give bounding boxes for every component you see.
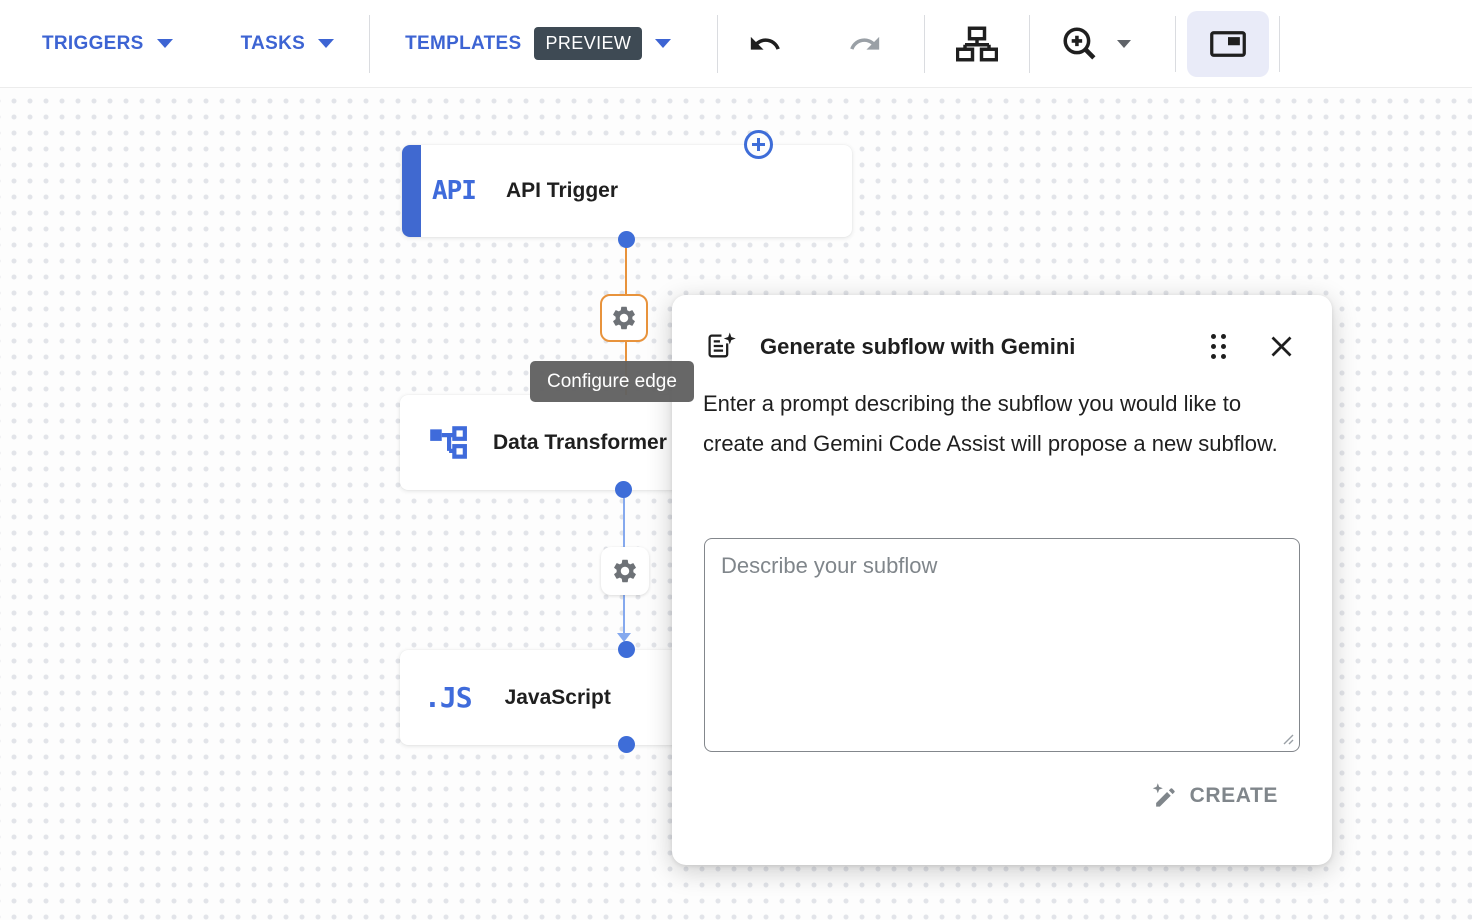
editor-toolbar: TRIGGERS TASKS TEMPLATES PREVIEW bbox=[0, 0, 1472, 88]
toolbar-divider bbox=[1279, 15, 1281, 72]
close-button[interactable] bbox=[1266, 332, 1296, 362]
undo-icon bbox=[751, 36, 781, 50]
node-label: API Trigger bbox=[505, 179, 618, 202]
connector-dot[interactable] bbox=[618, 231, 635, 248]
preview-badge: PREVIEW bbox=[534, 27, 643, 60]
redo-button[interactable] bbox=[844, 23, 886, 65]
flow-canvas[interactable]: API API Trigger Configure edge Data Tran… bbox=[0, 88, 1472, 920]
minimap-toggle-button[interactable] bbox=[1187, 10, 1270, 77]
gear-icon bbox=[614, 559, 636, 583]
edge-tooltip: Configure edge bbox=[530, 361, 694, 402]
gear-icon bbox=[613, 306, 635, 330]
toolbar-divider bbox=[717, 14, 719, 73]
edge-config-button[interactable] bbox=[601, 547, 649, 595]
gemini-doc-icon bbox=[708, 332, 736, 358]
toolbar-divider bbox=[1175, 15, 1177, 72]
auto-layout-button[interactable] bbox=[953, 22, 1001, 66]
zoom-menu-button[interactable] bbox=[1060, 24, 1132, 64]
edge-arrowhead bbox=[617, 633, 631, 642]
toolbar-divider bbox=[1029, 14, 1031, 73]
redo-icon bbox=[850, 36, 880, 50]
templates-label: TEMPLATES bbox=[405, 32, 522, 54]
connector-dot[interactable] bbox=[615, 481, 632, 498]
connector-dot[interactable] bbox=[618, 641, 635, 658]
toolbar-divider bbox=[369, 14, 371, 73]
connector-dot[interactable] bbox=[618, 736, 635, 753]
drag-handle-icon[interactable] bbox=[1211, 334, 1226, 359]
edge-line[interactable] bbox=[625, 240, 627, 296]
node-api-trigger[interactable]: API API Trigger bbox=[402, 145, 852, 237]
close-icon bbox=[1271, 336, 1291, 357]
node-label: JavaScript bbox=[504, 685, 611, 709]
javascript-icon: .JS bbox=[424, 681, 473, 714]
generate-subflow-dialog: Generate subflow with Gemini Enter a pro… bbox=[672, 295, 1332, 865]
triggers-label: TRIGGERS bbox=[42, 32, 144, 54]
chevron-down-icon bbox=[156, 39, 173, 48]
zoom-in-icon bbox=[1063, 26, 1096, 59]
edge-config-button[interactable] bbox=[600, 294, 648, 342]
trigger-accent-bar bbox=[402, 145, 421, 237]
undo-button[interactable] bbox=[744, 23, 786, 65]
magic-pencil-icon bbox=[1152, 783, 1175, 807]
dialog-description: Enter a prompt describing the subflow yo… bbox=[703, 391, 1278, 456]
tasks-label: TASKS bbox=[240, 32, 306, 54]
dialog-header: Generate subflow with Gemini bbox=[672, 295, 1332, 362]
minimap-icon bbox=[1210, 30, 1247, 57]
create-button[interactable]: CREATE bbox=[1150, 781, 1278, 810]
add-node-button[interactable] bbox=[744, 130, 773, 159]
data-transformer-icon bbox=[430, 425, 467, 459]
create-button-label: CREATE bbox=[1189, 783, 1278, 807]
dialog-title: Generate subflow with Gemini bbox=[760, 333, 1076, 359]
templates-menu-button[interactable]: TEMPLATES PREVIEW bbox=[405, 27, 672, 60]
toolbar-divider bbox=[924, 14, 926, 73]
subflow-prompt-input[interactable] bbox=[704, 538, 1300, 752]
node-label: Data Transformer bbox=[493, 430, 667, 454]
edge-line[interactable] bbox=[623, 595, 625, 634]
triggers-menu-button[interactable]: TRIGGERS bbox=[42, 33, 173, 55]
api-trigger-icon: API bbox=[432, 176, 477, 206]
chevron-down-icon bbox=[318, 39, 335, 48]
sitemap-icon bbox=[956, 26, 999, 61]
chevron-down-icon bbox=[1117, 39, 1132, 48]
chevron-down-icon bbox=[655, 39, 672, 48]
edge-line[interactable] bbox=[623, 498, 625, 547]
tasks-menu-button[interactable]: TASKS bbox=[240, 32, 335, 55]
prompt-field-wrap bbox=[704, 538, 1300, 752]
